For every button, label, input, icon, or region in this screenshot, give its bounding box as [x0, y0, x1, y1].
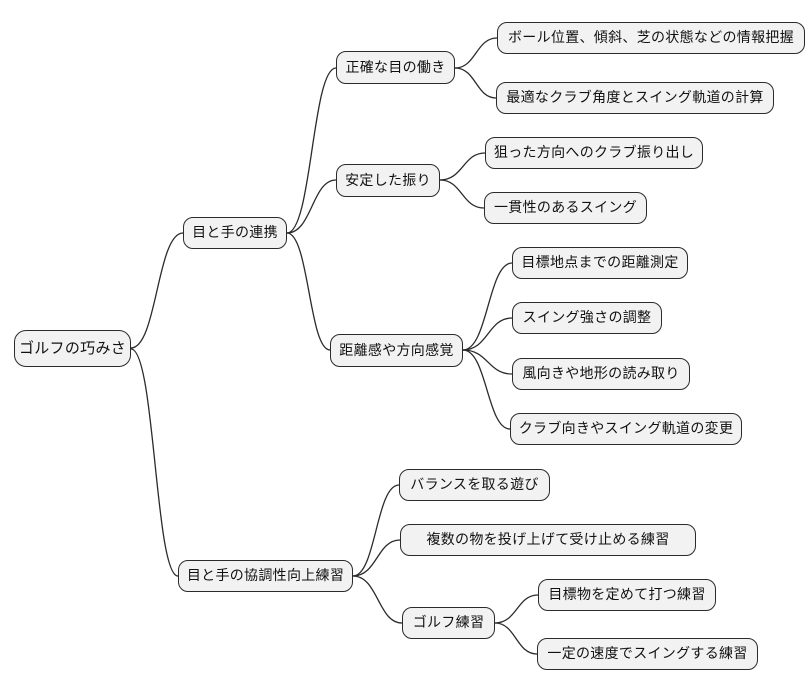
node-stable-swing: 安定した振り	[336, 164, 440, 197]
node-constant-speed-swing-practice: 一定の速度でスイングする練習	[537, 638, 758, 670]
edge-stable-swing-to-club-release	[439, 152, 486, 181]
node-distance-direction-sense: 距離感や方向感覚	[330, 334, 463, 367]
edge-distance-to-wind-terrain	[462, 349, 513, 375]
node-swing-strength-adjustment: スイング強さの調整	[512, 302, 662, 334]
node-info-grasp: ボール位置、傾斜、芝の状態などの情報把握	[497, 22, 805, 54]
node-target-hitting-practice: 目標物を定めて打つ練習	[538, 579, 716, 611]
node-wind-terrain-reading: 風向きや地形の読み取り	[512, 358, 690, 390]
edge-training-to-balance-play	[352, 484, 400, 577]
edge-eye-hand-to-accurate-eye	[286, 67, 337, 234]
edge-golf-practice-to-target-hitting	[494, 594, 539, 624]
node-club-angle-calculation: 最適なクラブ角度とスイング軌道の計算	[496, 82, 774, 114]
edge-accurate-eye-to-calculation	[454, 67, 497, 99]
node-distance-measurement: 目標地点までの距離測定	[512, 247, 688, 279]
edge-distance-to-club-orientation	[462, 349, 511, 430]
node-balance-play: バランスを取る遊び	[399, 469, 550, 501]
edge-training-to-golf-practice	[352, 575, 403, 624]
node-club-release-direction: 狙った方向へのクラブ振り出し	[485, 137, 703, 169]
edge-training-to-juggling	[352, 539, 401, 577]
node-golf-practice: ゴルフ練習	[402, 607, 495, 639]
edge-eye-hand-to-distance-direction	[286, 232, 331, 351]
edge-root-to-coordination-training	[130, 348, 179, 577]
node-coordination-training: 目と手の協調性向上練習	[178, 560, 353, 592]
edge-eye-hand-to-stable-swing	[286, 179, 337, 234]
node-juggling-practice: 複数の物を投げ上げて受け止める練習	[400, 524, 696, 556]
node-golf-skill: ゴルフの巧みさ	[14, 330, 131, 367]
edge-distance-to-distance-measure	[462, 262, 513, 351]
node-club-orientation-change: クラブ向きやスイング軌道の変更	[510, 413, 742, 445]
node-consistent-swing: 一貫性のあるスイング	[484, 192, 647, 224]
edge-golf-practice-to-constant-speed	[494, 622, 538, 655]
edge-stable-swing-to-consistent-swing	[439, 179, 485, 209]
node-accurate-eye: 正確な目の働き	[336, 51, 455, 84]
node-eye-hand-coordination: 目と手の連携	[183, 217, 287, 249]
edge-root-to-eye-hand-coordination	[130, 232, 184, 349]
edge-accurate-eye-to-info-grasp	[454, 37, 498, 69]
edge-distance-to-swing-strength	[462, 317, 513, 351]
